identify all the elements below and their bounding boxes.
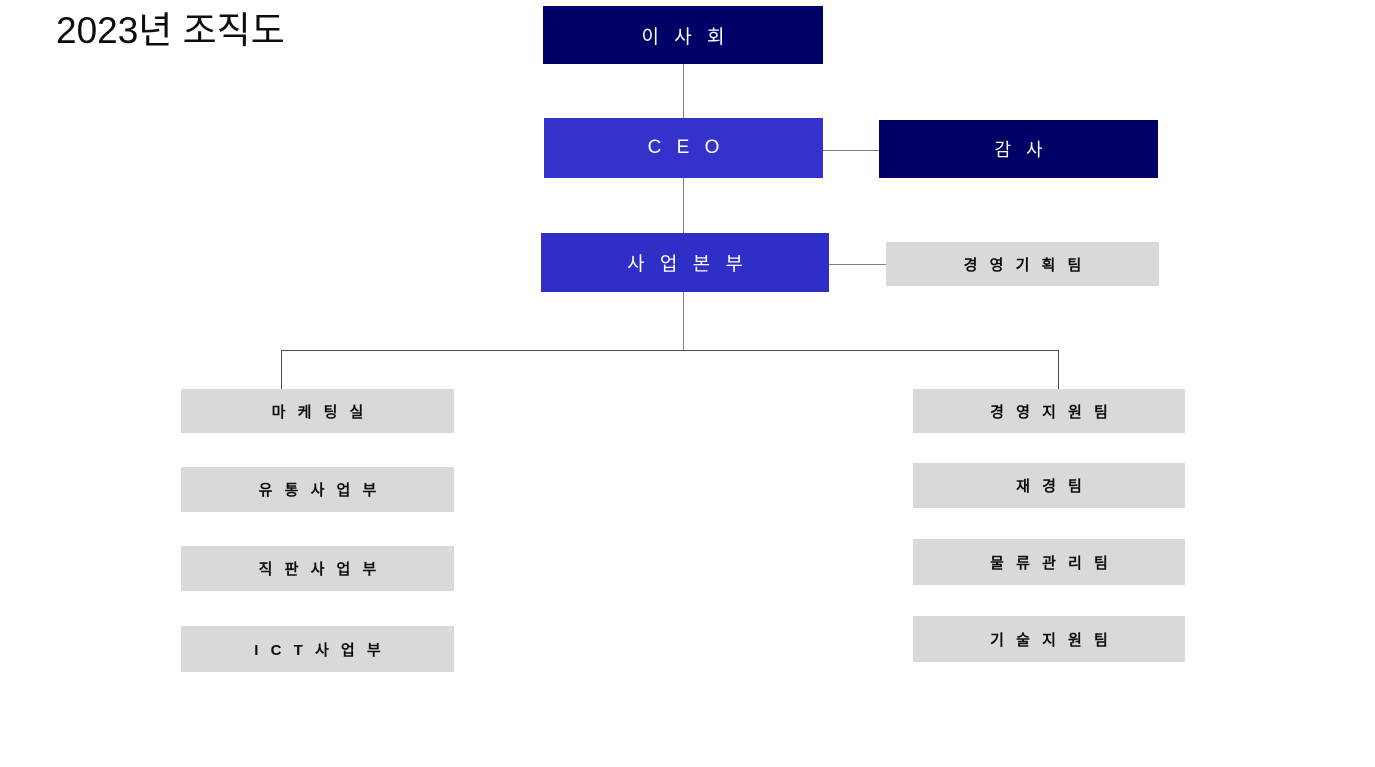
connector-hq-to-planning [829, 264, 886, 265]
node-finance-team[interactable]: 재 경 팀 [913, 463, 1185, 508]
node-logistics-management-team-label: 물 류 관 리 팀 [990, 554, 1112, 572]
node-direct-sales-division[interactable]: 직 판 사 업 부 [181, 546, 454, 591]
page-title: 2023년 조직도 [56, 10, 285, 51]
node-business-hq[interactable]: 사 업 본 부 [541, 233, 829, 292]
node-ict-division-label: I C T 사 업 부 [254, 641, 385, 659]
node-distribution-division[interactable]: 유 통 사 업 부 [181, 467, 454, 512]
node-logistics-management-team[interactable]: 물 류 관 리 팀 [913, 539, 1185, 585]
connector-horizontal-bus [281, 350, 1059, 351]
connector-ceo-to-auditor [823, 150, 879, 151]
node-auditor-label: 감 사 [994, 140, 1048, 160]
node-ceo[interactable]: C E O [544, 118, 823, 178]
node-management-planning-team[interactable]: 경 영 기 획 팀 [886, 242, 1159, 286]
node-finance-team-label: 재 경 팀 [1016, 478, 1086, 495]
node-board-label: 이 사 회 [641, 26, 730, 48]
node-marketing-office[interactable]: 마 케 팅 실 [181, 389, 454, 433]
node-business-hq-label: 사 업 본 부 [627, 254, 748, 275]
connector-bus-to-left-column [281, 350, 282, 389]
node-management-support-team[interactable]: 경 영 지 원 팀 [913, 389, 1185, 433]
node-ceo-label: C E O [647, 137, 725, 158]
connector-board-to-ceo [683, 64, 684, 118]
node-distribution-division-label: 유 통 사 업 부 [258, 482, 381, 499]
node-technical-support-team[interactable]: 기 술 지 원 팀 [913, 616, 1185, 662]
node-marketing-office-label: 마 케 팅 실 [271, 403, 368, 421]
connector-hq-trunk [683, 292, 684, 351]
node-management-support-team-label: 경 영 지 원 팀 [990, 403, 1112, 421]
connector-bus-to-right-column [1058, 350, 1059, 389]
node-ict-division[interactable]: I C T 사 업 부 [181, 626, 454, 672]
node-technical-support-team-label: 기 술 지 원 팀 [990, 631, 1112, 649]
node-board-of-directors[interactable]: 이 사 회 [543, 6, 823, 64]
node-auditor[interactable]: 감 사 [879, 120, 1158, 178]
node-direct-sales-division-label: 직 판 사 업 부 [258, 561, 381, 578]
node-management-planning-team-label: 경 영 기 획 팀 [963, 256, 1086, 274]
connector-ceo-to-hq [683, 178, 684, 233]
